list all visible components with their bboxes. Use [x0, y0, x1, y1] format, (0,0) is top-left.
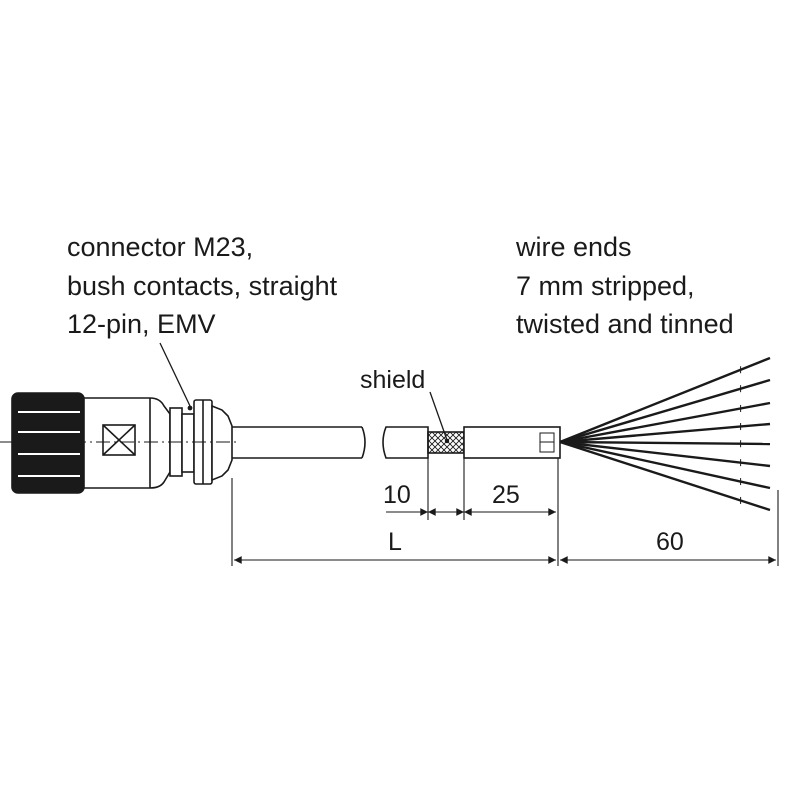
connector-label-line1: connector M23, — [67, 232, 253, 262]
connector-description: connector M23, bush contacts, straight 1… — [67, 232, 338, 339]
coupling-nut — [11, 392, 85, 494]
connector-label-line3: 12-pin, EMV — [67, 309, 216, 339]
cable-jacket-right — [382, 426, 561, 459]
dim-label-10: 10 — [383, 481, 411, 509]
wire-4 — [559, 422, 771, 444]
dim-label-25: 25 — [492, 481, 520, 509]
wire-5 — [559, 440, 771, 446]
wire-1 — [559, 356, 771, 444]
wire-label-line3: twisted and tinned — [516, 309, 734, 339]
connector-label-line2: bush contacts, straight — [67, 271, 338, 301]
cable-jacket-left — [232, 426, 366, 459]
wire-6 — [559, 440, 771, 468]
connector-leader-line — [159, 342, 191, 407]
m23-connector — [11, 392, 233, 494]
wire-label-line1: wire ends — [515, 232, 632, 262]
shield-label: shield — [360, 366, 425, 394]
wire-7 — [559, 440, 771, 490]
wire-fan — [559, 356, 771, 512]
wire-ends-description: wire ends 7 mm stripped, twisted and tin… — [515, 232, 734, 339]
connector-leader-dot — [187, 405, 193, 411]
wire-8 — [559, 440, 771, 512]
dimension-lines — [234, 508, 777, 564]
wire-label-line2: 7 mm stripped, — [516, 271, 695, 301]
dim-label-length: L — [388, 528, 402, 556]
wire-3 — [559, 401, 771, 444]
shield-braid — [427, 431, 465, 454]
wire-2 — [559, 378, 771, 444]
strain-relief — [211, 404, 233, 482]
dim-label-60: 60 — [656, 528, 684, 556]
